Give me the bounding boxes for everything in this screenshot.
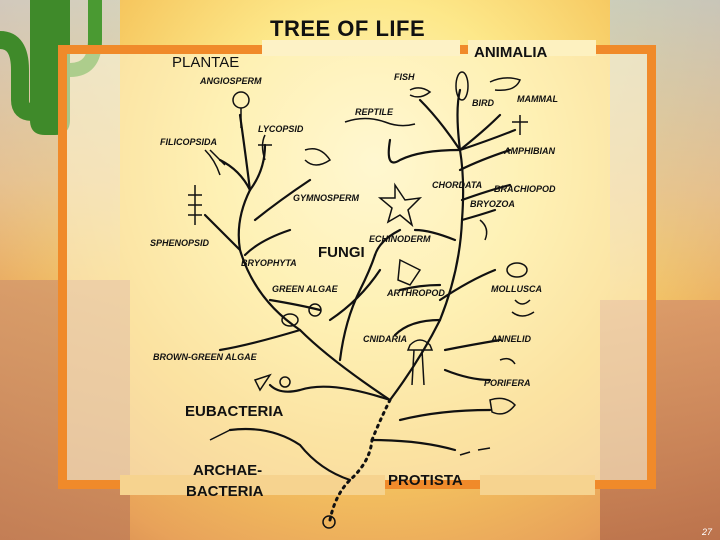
kingdom-archaebacteria-label-line1: ARCHAE- — [193, 462, 263, 479]
page-number: 27 — [701, 527, 712, 537]
frame-gap — [480, 475, 595, 495]
group-annelid-label: ANNELID — [491, 334, 531, 344]
group-mollusca-label: MOLLUSCA — [491, 284, 542, 294]
group-amphibian-label: AMPHIBIAN — [504, 146, 555, 156]
group-mammal-label: MAMMAL — [517, 94, 558, 104]
diagram-panel — [67, 54, 647, 480]
group-chordata-label: CHORDATA — [432, 180, 483, 190]
kingdom-eubacteria-label: EUBACTERIA — [185, 403, 284, 420]
kingdom-fungi-label: FUNGI — [318, 244, 365, 261]
kingdom-protista-label: PROTISTA — [388, 472, 463, 489]
group-bryozoa-label: BRYOZOA — [470, 199, 515, 209]
group-angiosperm-label: ANGIOSPERM — [200, 76, 262, 86]
group-bryophyta-label: BRYOPHYTA — [241, 258, 297, 268]
group-arthropod-label: ARTHROPOD — [387, 288, 445, 298]
group-reptile-label: REPTILE — [355, 107, 394, 117]
group-gymnosperm-label: GYMNOSPERM — [293, 193, 360, 203]
group-green-algae-label: GREEN ALGAE — [272, 284, 338, 294]
kingdom-plantae-label: PLANTAE — [172, 54, 240, 71]
frame-gap — [262, 40, 460, 56]
group-brachiopod-label: BRACHIOPOD — [494, 184, 556, 194]
group-porifera-label: PORIFERA — [484, 378, 531, 388]
group-sphenopsid-label: SPHENOPSID — [150, 238, 210, 248]
kingdom-animalia-label: ANIMALIA — [474, 44, 548, 61]
group-brown-green-algae-label: BROWN-GREEN ALGAE — [153, 352, 257, 362]
group-fish-label: FISH — [394, 72, 415, 82]
frame-gap — [120, 475, 385, 495]
page-title: TREE OF LIFE — [270, 16, 426, 41]
group-echinoderm-label: ECHINODERM — [369, 234, 431, 244]
group-filicopsida-label: FILICOPSIDA — [160, 137, 218, 147]
frame-gap — [468, 40, 596, 56]
group-bird-label: BIRD — [472, 98, 494, 108]
group-cnidaria-label: CNIDARIA — [363, 334, 407, 344]
kingdom-archaebacteria-label-line2: BACTERIA — [186, 483, 264, 500]
group-lycopsid-label: LYCOPSID — [258, 124, 304, 134]
